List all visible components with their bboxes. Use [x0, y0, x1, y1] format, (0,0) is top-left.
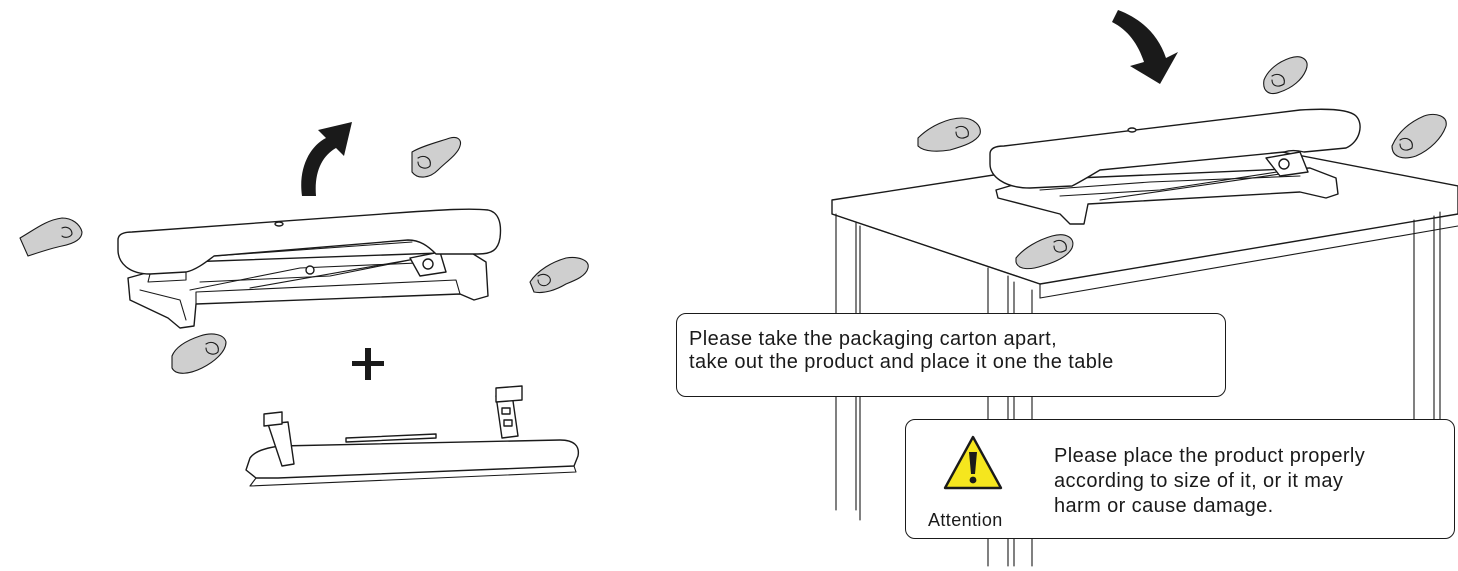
attention-callout: Attention Please place the product prope…: [905, 419, 1455, 539]
hand-icon: [1264, 57, 1307, 94]
warning-triangle-icon: [942, 434, 1004, 492]
attention-line-3: harm or cause damage.: [1054, 494, 1365, 519]
attention-text: Please place the product properly accord…: [1054, 444, 1365, 519]
hand-icon: [918, 118, 980, 151]
hand-icon: [1392, 114, 1446, 157]
plus-icon: [352, 348, 384, 380]
attention-line-2: according to size of it, or it may: [1054, 469, 1365, 494]
attention-line-1: Please place the product properly: [1054, 444, 1365, 469]
keyboard-tray: [246, 386, 578, 486]
hand-icon: [412, 137, 461, 177]
hand-icon: [20, 218, 82, 256]
hand-icon: [172, 334, 226, 373]
hand-icon: [530, 257, 588, 292]
instruction-line-1: Please take the packaging carton apart,: [689, 328, 1211, 351]
instruction-callout: Please take the packaging carton apart, …: [676, 313, 1226, 397]
attention-label: Attention: [928, 510, 1003, 531]
place-arrow-icon: [1112, 10, 1178, 84]
lift-arrow-icon: [301, 122, 352, 196]
instruction-line-2: take out the product and place it one th…: [689, 351, 1211, 374]
desk-riser-left: [118, 209, 501, 328]
